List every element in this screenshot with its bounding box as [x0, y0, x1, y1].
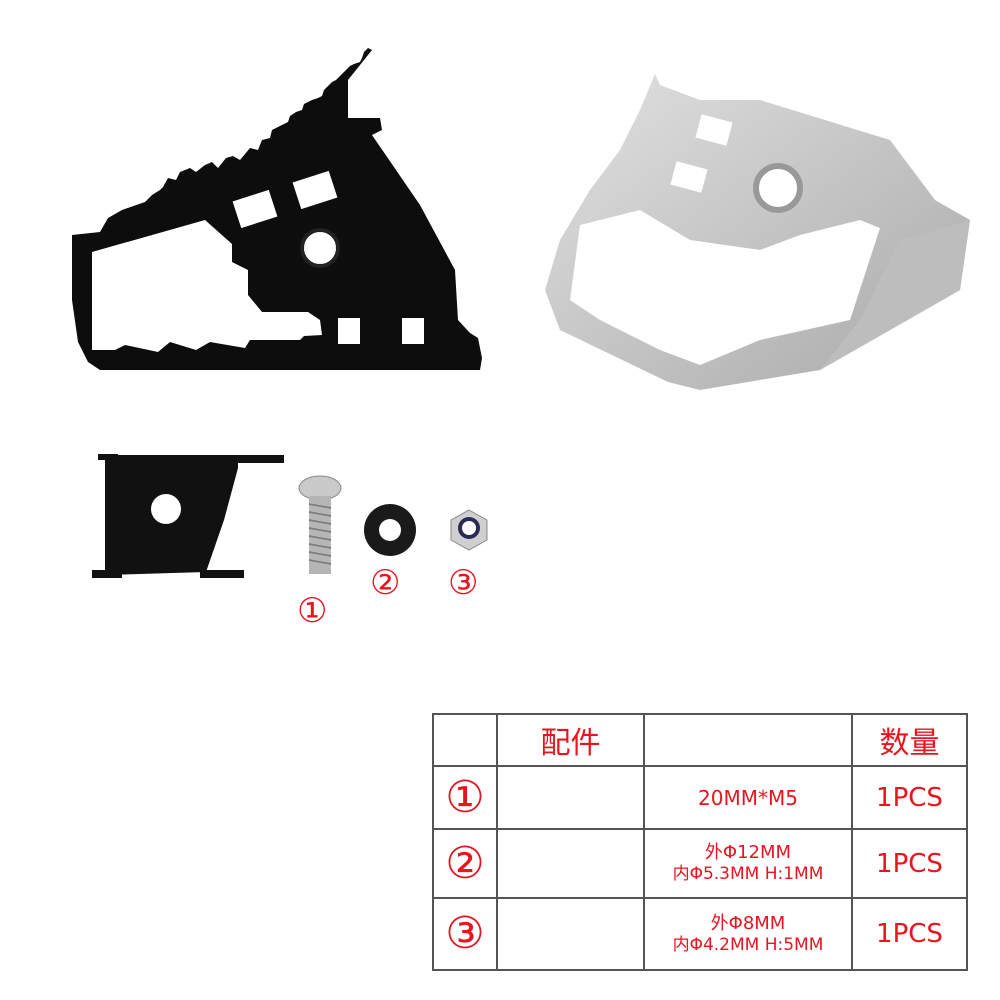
- row-number: ②: [432, 828, 498, 899]
- header-cell-spec: [643, 713, 853, 767]
- spec-outer-diameter: 外Φ8MM: [710, 912, 786, 934]
- mounting-bracket-image: [92, 454, 284, 578]
- row-part: [496, 828, 645, 899]
- spec-outer-diameter: 外Φ12MM: [704, 842, 792, 863]
- header-cell-qty: 数量: [851, 713, 968, 767]
- hardware-label-2: ②: [370, 563, 401, 603]
- table-row: ③ 外Φ8MM 内Φ4.2MM H:5MM 1PCS: [432, 897, 968, 971]
- row-number: ①: [432, 765, 498, 830]
- nut-image: [450, 509, 488, 551]
- spec-inner-diameter: 内Φ4.2MM H:5MM: [672, 934, 824, 955]
- row-part: [496, 765, 645, 830]
- row-spec: 外Φ12MM 内Φ5.3MM H:1MM: [643, 828, 853, 899]
- table-header-row: 配件 数量: [432, 713, 968, 767]
- row-spec: 外Φ8MM 内Φ4.2MM H:5MM: [643, 897, 853, 971]
- accessories-table: 配件 数量 ① 20MM*M5 1PCS ② 外Φ12MM 内Φ5.3MM H:…: [432, 713, 968, 971]
- row-number: ③: [432, 897, 498, 971]
- table-row: ① 20MM*M5 1PCS: [432, 765, 968, 830]
- row-part: [496, 897, 645, 971]
- header-cell-part: 配件: [496, 713, 645, 767]
- washer-image: [364, 504, 416, 556]
- row-spec: 20MM*M5: [643, 765, 853, 830]
- hardware-label-3: ③: [448, 563, 479, 603]
- table-row: ② 外Φ12MM 内Φ5.3MM H:1MM 1PCS: [432, 828, 968, 899]
- hardware-label-1: ①: [297, 591, 328, 631]
- spec-inner-diameter: 内Φ5.3MM H:1MM: [672, 864, 824, 884]
- row-qty: 1PCS: [851, 897, 968, 971]
- row-qty: 1PCS: [851, 765, 968, 830]
- bolt-image: [298, 475, 342, 574]
- black-pedal-image: [72, 48, 482, 370]
- silver-pedal-image: [545, 74, 970, 390]
- row-qty: 1PCS: [851, 828, 968, 899]
- header-cell-num: [432, 713, 498, 767]
